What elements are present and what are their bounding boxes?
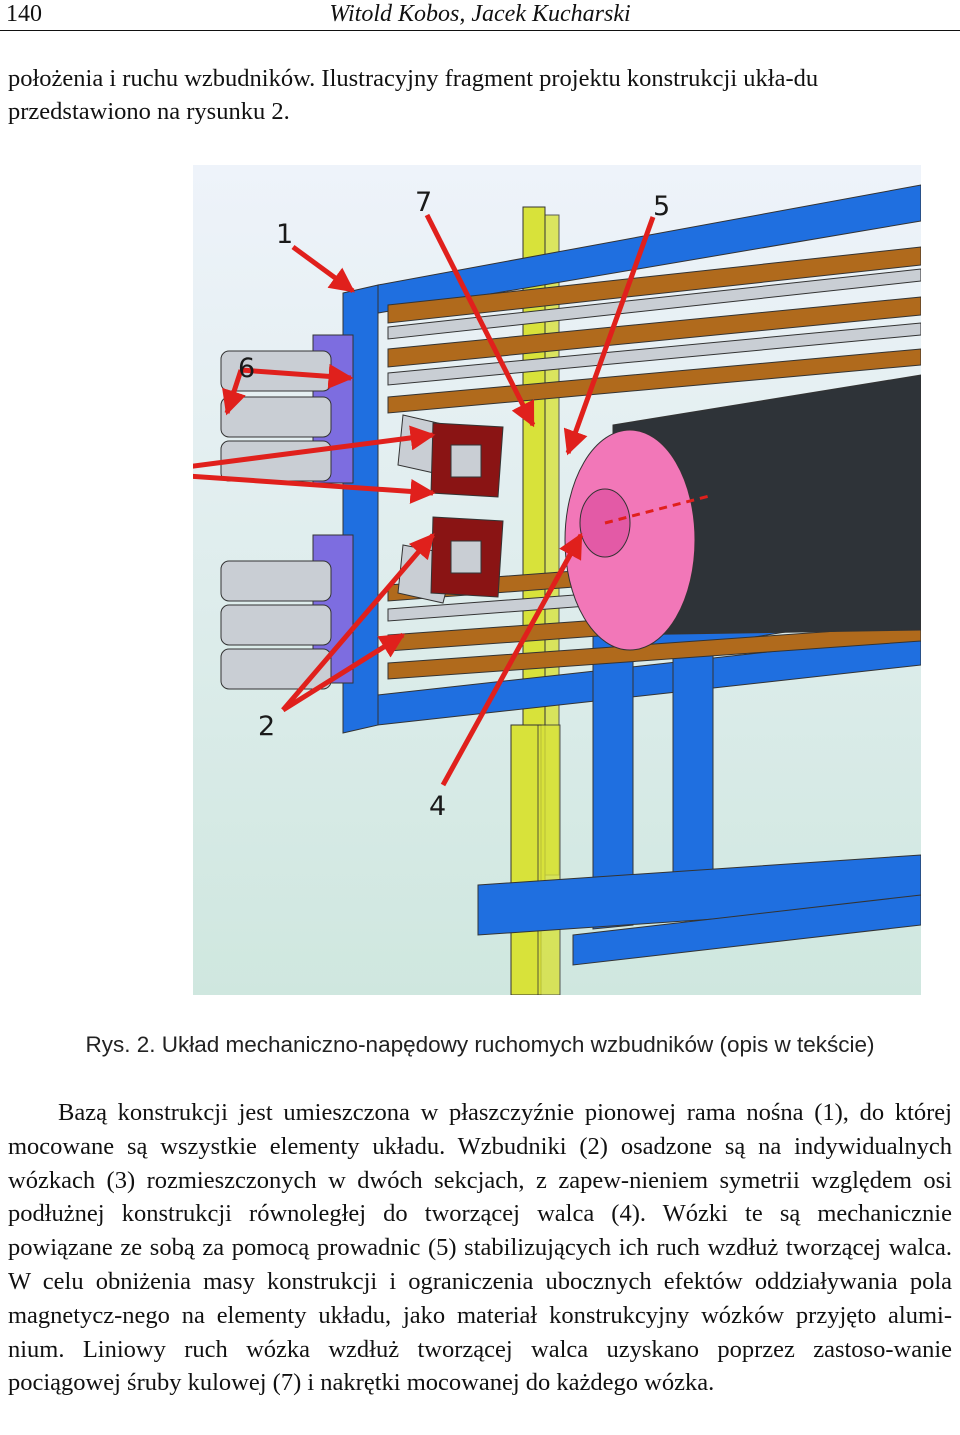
label-7-ball-screw: 7 <box>415 187 432 218</box>
running-header: 140 Witold Kobos, Jacek Kucharski <box>0 0 960 31</box>
label-6-actuators: 6 <box>238 353 255 384</box>
linear-actuators <box>220 350 332 690</box>
label-1-support-frame: 1 <box>276 219 293 250</box>
roller-axis <box>604 493 714 525</box>
callout-arrows <box>193 213 656 787</box>
label-4-roller: 4 <box>429 791 446 822</box>
running-head-authors: Witold Kobos, Jacek Kucharski <box>329 1 631 27</box>
label-5-guides: 5 <box>653 191 670 222</box>
label-2-inductors: 2 <box>258 711 275 742</box>
page-number: 140 <box>6 1 42 27</box>
intro-paragraph: położenia i ruchu wzbudników. Ilustracyj… <box>8 65 819 125</box>
body-paragraph: Bazą konstrukcji jest umieszczona w płas… <box>8 1099 952 1397</box>
figure-caption: Rys. 2. Układ mechaniczno-napędowy rucho… <box>85 1032 875 1057</box>
figure-mechanism-diagram: 1 7 5 6 3 2 4 <box>193 165 921 995</box>
